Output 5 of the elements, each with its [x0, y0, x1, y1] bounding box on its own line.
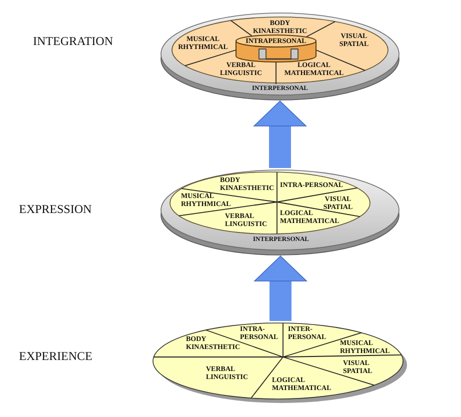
block-arrow	[254, 256, 307, 321]
stage-label: EXPERIENCE	[19, 349, 92, 364]
stage-label: EXPRESSION	[19, 202, 92, 217]
stage-label: INTEGRATION	[33, 34, 113, 49]
block-arrow	[254, 100, 306, 168]
